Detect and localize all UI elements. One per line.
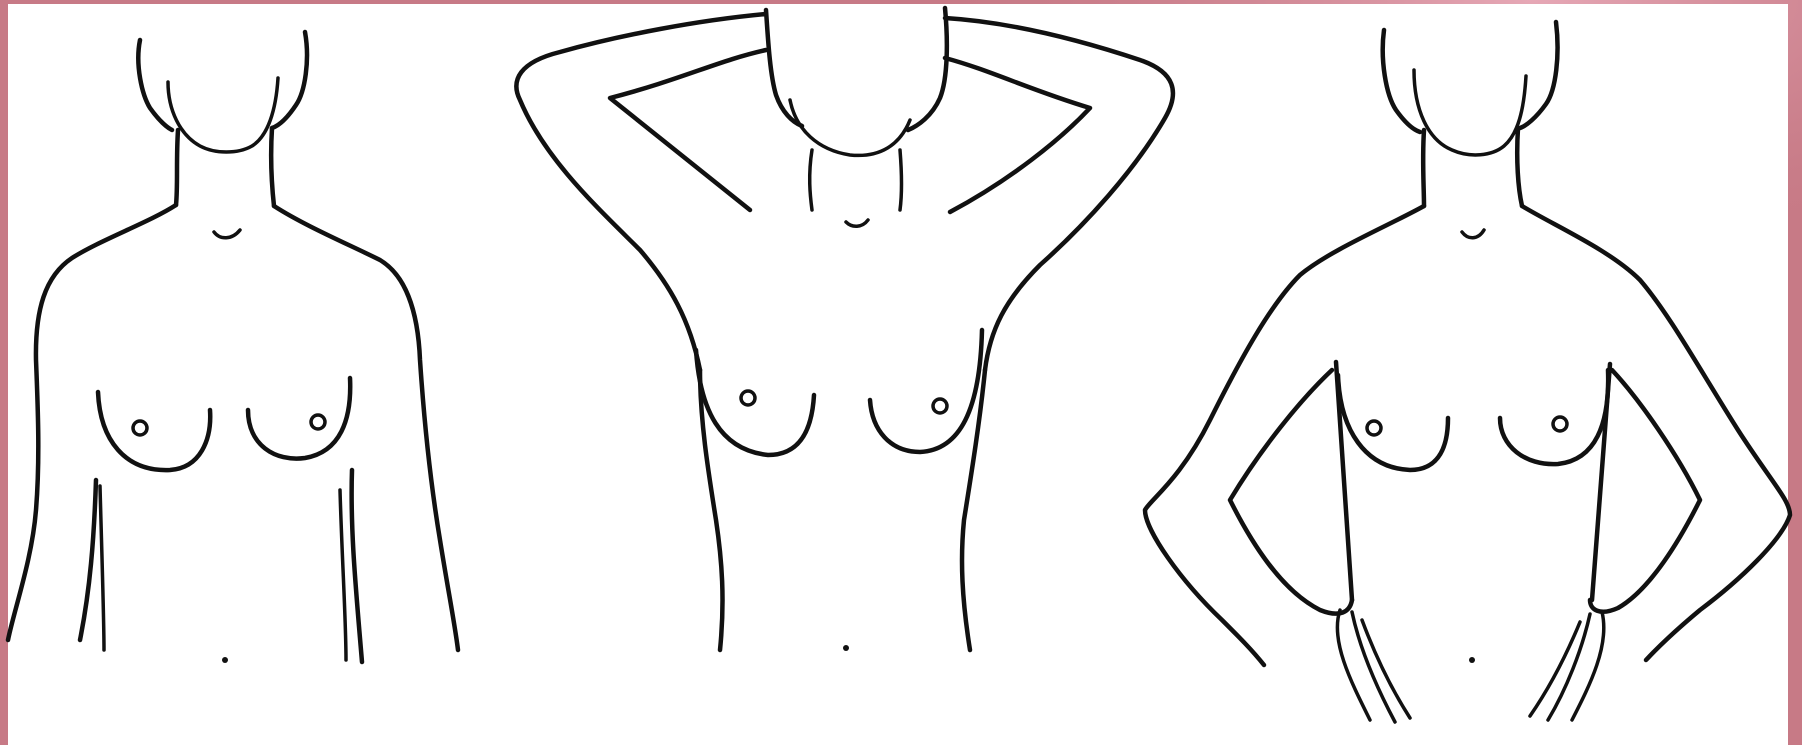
head-outline — [138, 32, 307, 152]
left-breast — [98, 392, 210, 470]
neck-outline — [176, 128, 274, 238]
figure-arms-at-sides — [8, 32, 458, 663]
torso-outline — [1145, 206, 1790, 665]
right-breast — [1500, 370, 1608, 464]
figure-hands-behind-head — [516, 8, 1173, 651]
right-breast — [870, 330, 982, 452]
neck-outline — [810, 150, 902, 226]
left-hand — [1337, 610, 1410, 722]
arms-raised-outline — [516, 14, 1173, 370]
head-outline — [766, 8, 947, 155]
navel-mark — [843, 645, 849, 651]
figure-hands-on-hips — [1145, 22, 1790, 722]
navel-mark — [222, 657, 228, 663]
left-breast — [696, 350, 814, 455]
navel-mark — [1469, 657, 1475, 663]
right-hand — [1530, 612, 1604, 720]
right-breast — [248, 378, 350, 459]
torso-outline — [8, 205, 458, 662]
left-breast — [1338, 375, 1448, 470]
head-outline — [1383, 22, 1558, 155]
